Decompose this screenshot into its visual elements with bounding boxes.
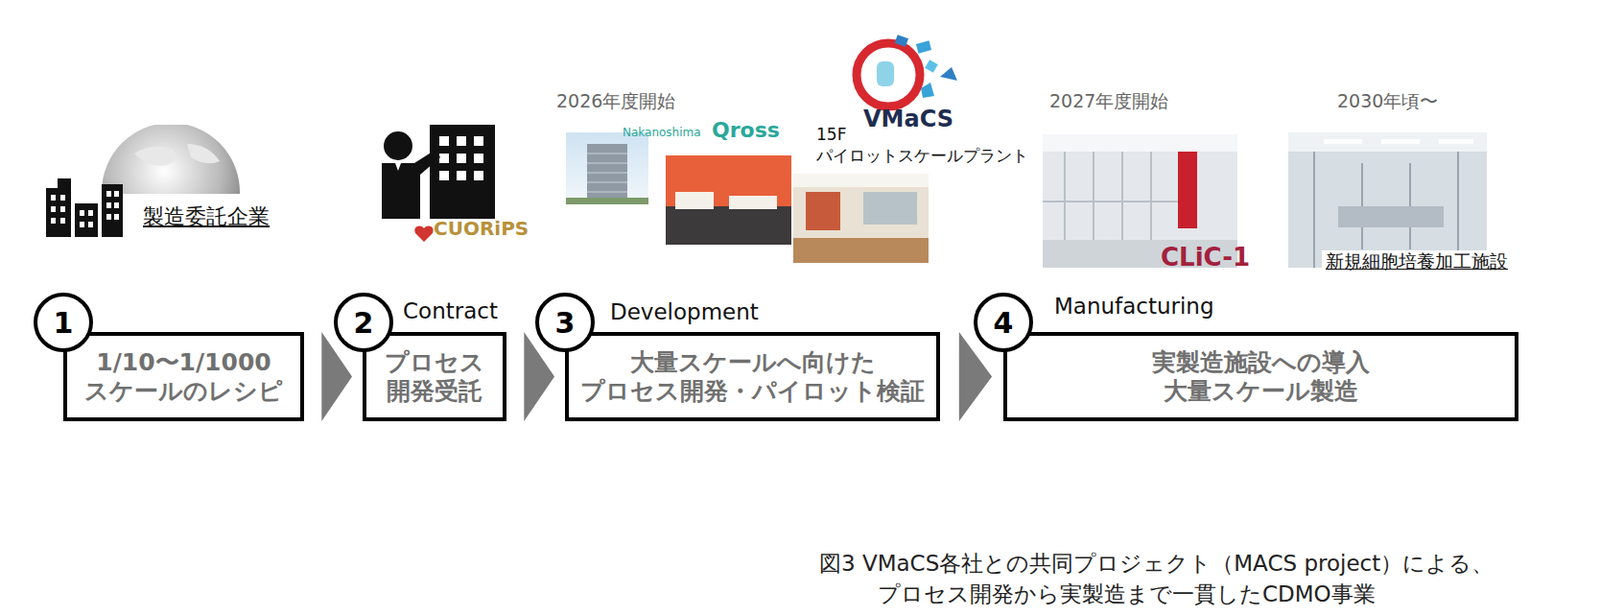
- step-box: 大量スケールへ向けた プロセス開発・パイロット検証: [564, 331, 941, 422]
- building-icon: [46, 188, 71, 237]
- vmacs-logo: [916, 40, 932, 53]
- globe-land: [187, 143, 220, 164]
- figure-caption: 図3 VMaCS各社との共同プロジェクト（MACS project）による、 プ…: [819, 547, 1587, 610]
- cleanroom-photo: [1177, 151, 1198, 229]
- globe-icon: [101, 124, 240, 194]
- step-box: プロセス 開発受託: [362, 331, 507, 422]
- facility-label: 新規細胞培養加工施設: [1321, 250, 1512, 273]
- step-text: 実製造施設への導入 大量スケール製造: [1131, 348, 1391, 406]
- step-text: 大量スケールへ向けた プロセス開発・パイロット検証: [570, 348, 936, 406]
- step-number-text: 4: [993, 305, 1014, 340]
- step-number: 4: [972, 291, 1035, 353]
- year-label: 2026年度開始: [556, 90, 676, 113]
- room-photo: [665, 155, 792, 245]
- building-windows: [50, 190, 119, 228]
- step-number-text: 1: [53, 305, 74, 340]
- room-photo: [675, 191, 714, 210]
- office-photo: [793, 173, 929, 263]
- step-circle: [335, 294, 392, 351]
- vmacs-logo: [894, 34, 909, 48]
- office-icon: [429, 124, 495, 219]
- step-circle: [537, 294, 593, 351]
- globe-land: [134, 146, 177, 166]
- year-label: 2030年頃〜: [1337, 90, 1438, 113]
- client-label: 製造委託企業: [142, 204, 270, 230]
- vmacs-logo: [940, 67, 958, 81]
- step-text: プロセス 開発受託: [372, 348, 497, 406]
- floor-label: 15F: [816, 124, 847, 144]
- step-box: 1/10〜1/1000 スケールのレシピ: [63, 331, 305, 422]
- facility-photo: [1288, 132, 1487, 268]
- office-photo: [805, 191, 841, 231]
- step-number: 1: [32, 291, 95, 353]
- building-icon: [57, 178, 71, 190]
- person-body: [381, 149, 441, 219]
- vmacs-logo-text: VMaCS: [863, 105, 954, 134]
- step-number-text: 2: [353, 305, 375, 340]
- facility-photo: [1323, 139, 1474, 144]
- building-photo: [587, 143, 628, 202]
- facility-logo: CLiC-1: [1160, 242, 1250, 273]
- plant-label: パイロットスケールプラント: [816, 146, 1029, 166]
- building-icon: [101, 184, 123, 237]
- facility-photo: [1288, 132, 1487, 152]
- step-text: 1/10〜1/1000 スケールのレシピ: [73, 348, 295, 406]
- step-circle: [35, 294, 92, 351]
- phase-label: Contract: [402, 298, 498, 326]
- step-number: 2: [332, 291, 395, 353]
- heart-logo: [414, 226, 433, 242]
- company-logo: CUORiPS: [433, 216, 529, 240]
- room-photo: [729, 195, 777, 210]
- vmacs-logo: [924, 59, 939, 73]
- building-icon: [74, 203, 98, 237]
- cleanroom-photo: [1042, 134, 1238, 152]
- building-photo: [587, 153, 628, 192]
- office-windows: [439, 136, 484, 181]
- building-photo: [565, 197, 649, 205]
- facility-photo: [1338, 206, 1444, 228]
- vmacs-logo: [856, 43, 920, 107]
- building-logo: Qross: [711, 117, 780, 143]
- office-photo: [863, 191, 918, 225]
- step-number: 3: [534, 291, 596, 353]
- person-tie: [395, 163, 401, 171]
- vmacs-logo: [876, 61, 895, 87]
- phase-label: Manufacturing: [1054, 293, 1215, 321]
- step-number-text: 3: [555, 305, 576, 340]
- step-box: 実製造施設への導入 大量スケール製造: [1003, 331, 1519, 422]
- person-head: [383, 131, 413, 161]
- room-photo: [665, 206, 792, 245]
- building-logo: Nakanoshima: [622, 125, 702, 140]
- office-photo: [793, 237, 929, 263]
- step-circle: [975, 294, 1032, 351]
- office-photo: [793, 173, 929, 188]
- year-label: 2027年度開始: [1049, 90, 1169, 113]
- building-photo: [565, 132, 649, 205]
- phase-label: Development: [610, 299, 759, 327]
- vmacs-logo: [920, 82, 935, 98]
